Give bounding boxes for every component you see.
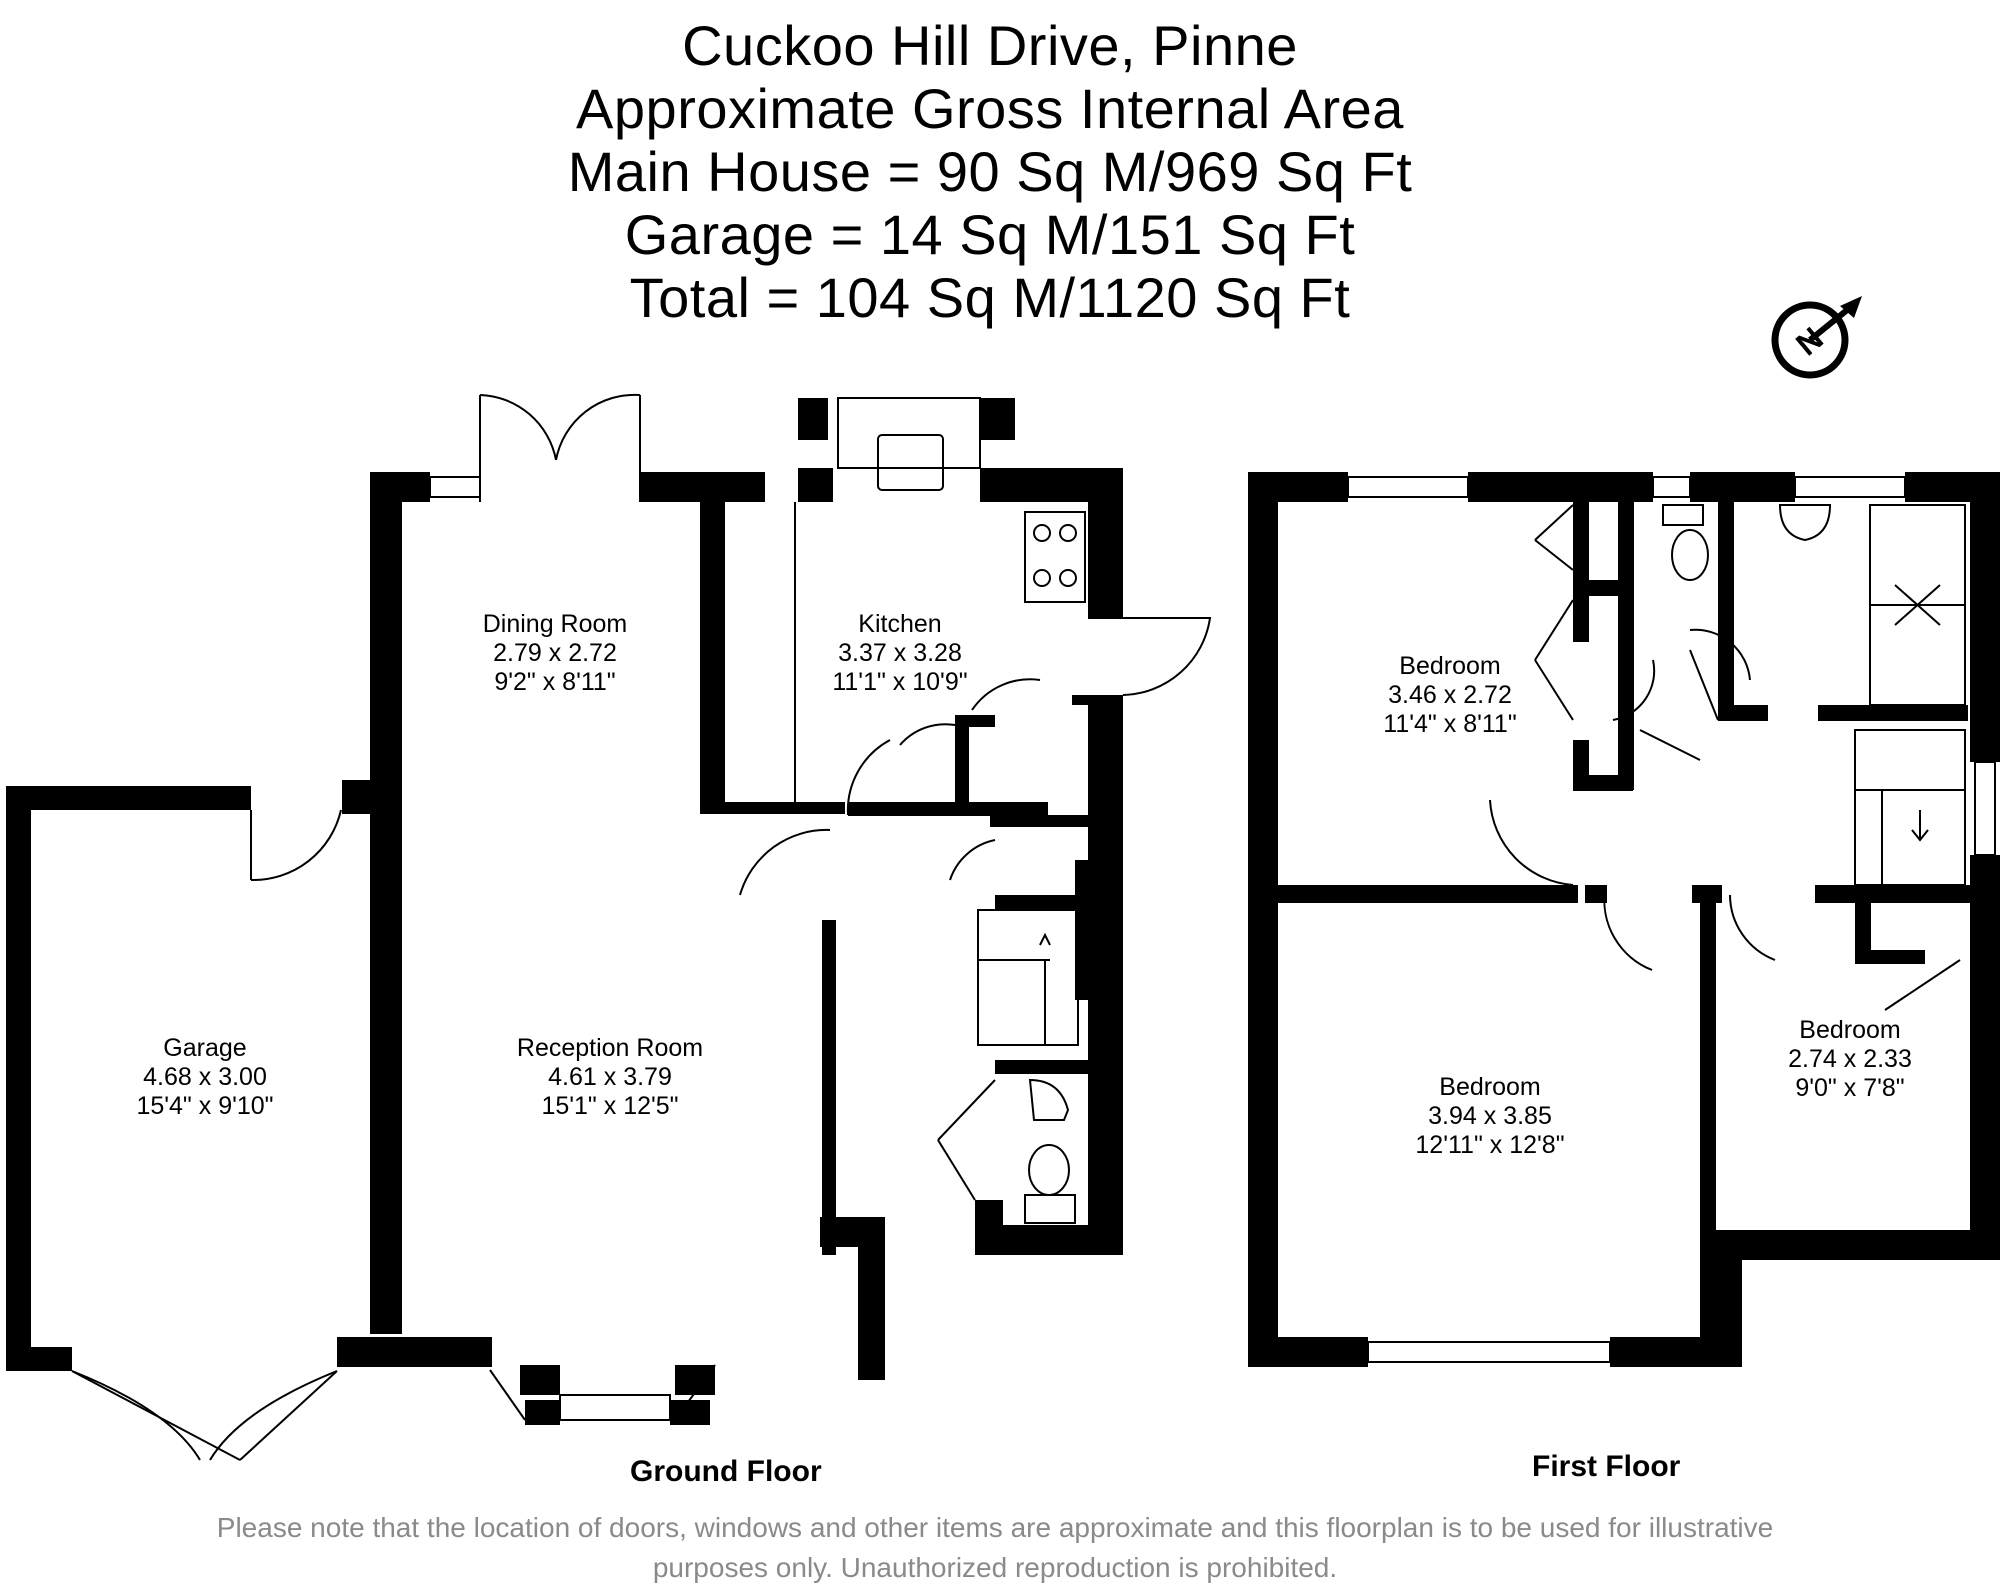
room-size-metric: 2.74 x 2.33 [1788, 1045, 1912, 1073]
room-name: Bedroom [1399, 652, 1501, 680]
room-name: Bedroom [1439, 1073, 1541, 1101]
disclaimer-line-1: Please note that the location of doors, … [216, 1512, 1774, 1543]
room-garage: Garage 4.68 x 3.00 15'4" x 9'10" [100, 1034, 310, 1121]
room-name: Garage [163, 1034, 247, 1062]
room-name: Dining Room [482, 610, 628, 638]
room-kitchen: Kitchen 3.37 x 3.28 11'1" x 10'9" [800, 610, 1000, 697]
main-house-area: Main House = 90 Sq M/969 Sq Ft [567, 140, 1413, 203]
room-reception: Reception Room 4.61 x 3.79 15'1" x 12'5" [490, 1034, 730, 1121]
room-size-metric: 4.68 x 3.00 [143, 1063, 267, 1091]
room-bedroom-1: Bedroom 3.46 x 2.72 11'4" x 8'11" [1350, 652, 1550, 739]
room-bedroom-3: Bedroom 2.74 x 2.33 9'0" x 7'8" [1750, 1016, 1950, 1103]
room-size-metric: 2.79 x 2.72 [493, 639, 617, 667]
room-dining: Dining Room 2.79 x 2.72 9'2" x 8'11" [455, 610, 655, 697]
room-size-imperial: 9'2" x 8'11" [494, 668, 616, 696]
total-area: Total = 104 Sq M/1120 Sq Ft [629, 266, 1351, 329]
room-size-imperial: 11'4" x 8'11" [1383, 710, 1517, 738]
north-arrow-icon: N [1771, 296, 1862, 379]
room-size-metric: 3.94 x 3.85 [1428, 1102, 1552, 1130]
room-bedroom-2: Bedroom 3.94 x 3.85 12'11" x 12'8" [1385, 1073, 1595, 1160]
disclaimer-line-2: purposes only. Unauthorized reproduction… [652, 1552, 1338, 1583]
room-size-imperial: 15'1" x 12'5" [541, 1092, 679, 1120]
first-floor-label: First Floor [1532, 1450, 1681, 1483]
first-floor-lines [1252, 476, 1996, 1363]
ground-floor-walls [6, 398, 1123, 1425]
plan-title: Cuckoo Hill Drive, Pinne [682, 14, 1298, 77]
ground-floor-label: Ground Floor [630, 1455, 822, 1488]
room-size-imperial: 9'0" x 7'8" [1795, 1074, 1905, 1102]
header: Cuckoo Hill Drive, Pinne Approximate Gro… [0, 14, 1980, 329]
room-name: Reception Room [516, 1034, 704, 1062]
room-name: Bedroom [1799, 1016, 1901, 1044]
first-floor-walls [1248, 472, 2000, 1367]
room-size-imperial: 15'4" x 9'10" [136, 1092, 274, 1120]
disclaimer: Please note that the location of doors, … [0, 1508, 1990, 1588]
room-name: Kitchen [858, 610, 942, 638]
room-size-metric: 3.37 x 3.28 [838, 639, 962, 667]
room-size-imperial: 11'1" x 10'9" [832, 668, 968, 696]
room-size-metric: 3.46 x 2.72 [1388, 681, 1512, 709]
ground-floor-lines [29, 393, 1212, 1461]
room-size-imperial: 12'11" x 12'8" [1415, 1131, 1565, 1159]
room-size-metric: 4.61 x 3.79 [548, 1063, 672, 1091]
plan-subtitle: Approximate Gross Internal Area [576, 77, 1404, 140]
garage-area: Garage = 14 Sq M/151 Sq Ft [624, 203, 1356, 266]
